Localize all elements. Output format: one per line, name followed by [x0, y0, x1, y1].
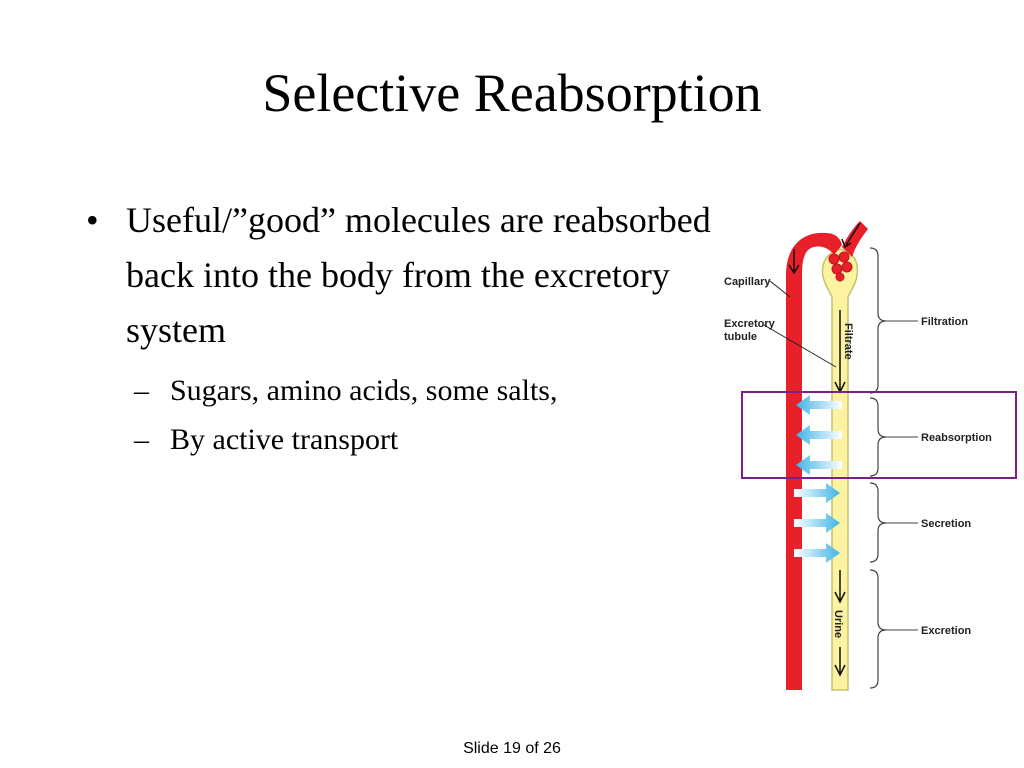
slide-body: • Useful/”good” molecules are reabsorbed…	[86, 193, 716, 462]
stage-leaders	[886, 320, 918, 631]
reabsorption-arrows	[796, 395, 842, 475]
blood-in-arrow	[841, 222, 861, 249]
excretory-tubule-label: Excretory	[724, 318, 776, 330]
nephron-diagram: Filtrate Urine Capillary Excretory tubul…	[724, 221, 1017, 691]
capillary-vessel	[786, 232, 842, 690]
urine-label: Urine	[832, 610, 844, 638]
stage-braces	[869, 247, 887, 689]
sub-bullet-text: By active transport	[170, 423, 399, 456]
excretory-tubule-label: tubule	[724, 331, 757, 343]
urine-arrow	[834, 647, 846, 677]
bullet-item: • Useful/”good” molecules are reabsorbed…	[86, 193, 716, 358]
stage-label-filtration: Filtration	[921, 316, 968, 328]
glomerulus	[828, 251, 853, 282]
sub-bullet-marker: –	[134, 374, 149, 407]
sub-bullet-marker: –	[134, 423, 149, 456]
stage-label-excretion: Excretion	[921, 625, 971, 637]
capillary-leader	[769, 280, 791, 298]
bullet-text: Useful/”good” molecules are reabsorbed b…	[126, 200, 711, 350]
reabsorption-highlight-box	[741, 391, 1017, 479]
sub-bullet-text: Sugars, amino acids, some salts,	[170, 374, 558, 407]
afferent-vessel	[842, 221, 868, 257]
urine-arrow	[834, 570, 846, 604]
stage-label-secretion: Secretion	[921, 518, 971, 530]
tubule-leader	[763, 324, 837, 368]
blood-flow-arrow	[788, 249, 800, 275]
slide-number: Slide 19 of 26	[463, 740, 561, 757]
slide-title: Selective Reabsorption	[262, 63, 762, 123]
sub-bullet-item: – By active transport	[86, 417, 716, 462]
capillary-label: Capillary	[724, 276, 771, 288]
filtrate-label: Filtrate	[842, 323, 854, 360]
stage-label-reabsorption: Reabsorption	[921, 432, 992, 444]
secretion-arrows	[794, 483, 840, 563]
bullet-marker: •	[86, 200, 99, 240]
sub-bullet-item: – Sugars, amino acids, some salts,	[86, 368, 716, 413]
